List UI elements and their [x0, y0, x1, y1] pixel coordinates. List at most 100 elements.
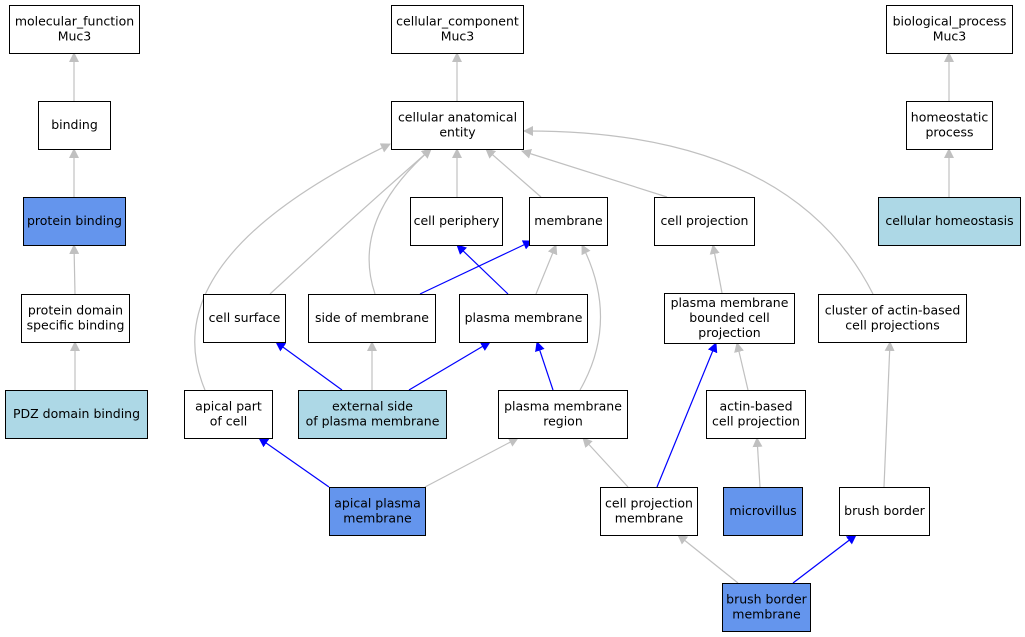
- node-side-of-membrane[interactable]: side of membrane: [308, 294, 436, 343]
- node-label-line: cell projections: [845, 318, 939, 333]
- edges-layer: [69, 52, 954, 584]
- node-box: [906, 101, 993, 150]
- edge-external-side-of-plasma-membrane-to-cell-surface: [275, 341, 343, 391]
- node-box: [818, 294, 967, 343]
- node-label-line: specific binding: [27, 318, 125, 333]
- node-label-line: membrane: [615, 511, 684, 526]
- node-box: [308, 294, 436, 343]
- node-label-line: membrane: [732, 607, 801, 622]
- node-box: [203, 294, 286, 343]
- node-binding[interactable]: binding: [38, 101, 111, 150]
- node-box: [839, 487, 930, 536]
- node-label-line: external side: [332, 399, 413, 414]
- node-label-line: cell surface: [209, 310, 281, 325]
- edge-cell-projection-membrane-to-plasma-membrane-bounded-cell-projection: [656, 342, 718, 488]
- node-cell-surface[interactable]: cell surface: [203, 294, 286, 343]
- node-label-line: region: [543, 414, 583, 429]
- node-box: [391, 5, 524, 54]
- node-cellular-homeostasis[interactable]: cellular homeostasis: [878, 197, 1021, 246]
- node-box: [410, 197, 503, 246]
- node-label-line: Muc3: [441, 29, 475, 44]
- node-box: [23, 197, 126, 246]
- node-cell-projection[interactable]: cell projection: [654, 197, 755, 246]
- node-box: [391, 101, 524, 150]
- node-plasma-membrane[interactable]: plasma membrane: [459, 294, 588, 343]
- node-box: [722, 583, 811, 632]
- node-box: [723, 487, 803, 536]
- node-label-line: cellular anatomical: [398, 110, 517, 125]
- node-box: [459, 294, 588, 343]
- node-label-line: membrane: [534, 213, 603, 228]
- edge-cell-projection-membrane-to-plasma-membrane-region: [582, 437, 629, 488]
- node-box: [298, 390, 447, 439]
- edge-apical-plasma-membrane-to-apical-part-of-cell: [258, 437, 330, 488]
- node-box: [498, 390, 628, 439]
- edge-actin-based-cell-projection-to-plasma-membrane-bounded-cell-projection: [734, 342, 749, 391]
- edge-plasma-membrane-to-membrane: [535, 244, 558, 295]
- node-box: [38, 101, 111, 150]
- node-membrane[interactable]: membrane: [529, 197, 608, 246]
- node-label-line: plasma membrane: [504, 399, 622, 414]
- node-box: [5, 390, 148, 439]
- node-box: [9, 5, 140, 54]
- node-label-line: brush border: [844, 503, 926, 518]
- node-box: [600, 487, 698, 536]
- node-box: [664, 293, 795, 344]
- node-label-line: projection: [698, 325, 760, 340]
- node-label-line: of plasma membrane: [306, 414, 440, 429]
- node-label-line: biological_process: [893, 14, 1007, 29]
- node-label-line: plasma membrane: [671, 295, 789, 310]
- node-label-line: protein binding: [27, 213, 122, 228]
- node-label-line: membrane: [343, 511, 412, 526]
- node-label-line: Muc3: [933, 29, 967, 44]
- node-label-line: apical part: [195, 399, 262, 414]
- node-box: [329, 487, 426, 536]
- edge-brush-border-membrane-to-cell-projection-membrane: [677, 534, 739, 584]
- node-label-line: cell projection: [605, 496, 693, 511]
- edge-microvillus-to-actin-based-cell-projection: [752, 437, 763, 488]
- edge-protein-domain-specific-binding-to-protein-binding: [69, 244, 80, 295]
- edge-side-of-membrane-to-cellular-anatomical-entity: [368, 148, 432, 295]
- edge-plasma-membrane-region-to-membrane: [579, 244, 602, 391]
- node-label-line: apical plasma: [334, 496, 420, 511]
- node-label-line: bounded cell: [689, 310, 769, 325]
- node-brush-border[interactable]: brush border: [839, 487, 930, 536]
- node-box: [878, 197, 1021, 246]
- node-box: [529, 197, 608, 246]
- edge-external-side-of-plasma-membrane-to-plasma-membrane: [408, 341, 491, 391]
- edge-plasma-membrane-to-cell-periphery: [456, 244, 509, 295]
- node-box: [654, 197, 755, 246]
- edge-membrane-to-cellular-anatomical-entity: [485, 148, 542, 198]
- node-label-line: cellular_component: [396, 14, 519, 29]
- node-cell-periphery[interactable]: cell periphery: [410, 197, 503, 246]
- node-label-line: cellular homeostasis: [885, 213, 1013, 228]
- node-label-line: homeostatic: [911, 110, 989, 125]
- node-label-line: entity: [439, 125, 476, 140]
- node-label-line: plasma membrane: [465, 310, 583, 325]
- node-protein-binding[interactable]: protein binding: [23, 197, 126, 246]
- node-microvillus[interactable]: microvillus: [723, 487, 803, 536]
- node-label-line: PDZ domain binding: [13, 406, 140, 421]
- node-pdz-domain-binding[interactable]: PDZ domain binding: [5, 390, 148, 439]
- node-label-line: cell projection: [712, 414, 800, 429]
- node-label-line: brush border: [726, 592, 808, 607]
- edge-plasma-membrane-region-to-plasma-membrane: [535, 341, 554, 391]
- node-label-line: binding: [51, 117, 98, 132]
- node-box: [886, 5, 1013, 54]
